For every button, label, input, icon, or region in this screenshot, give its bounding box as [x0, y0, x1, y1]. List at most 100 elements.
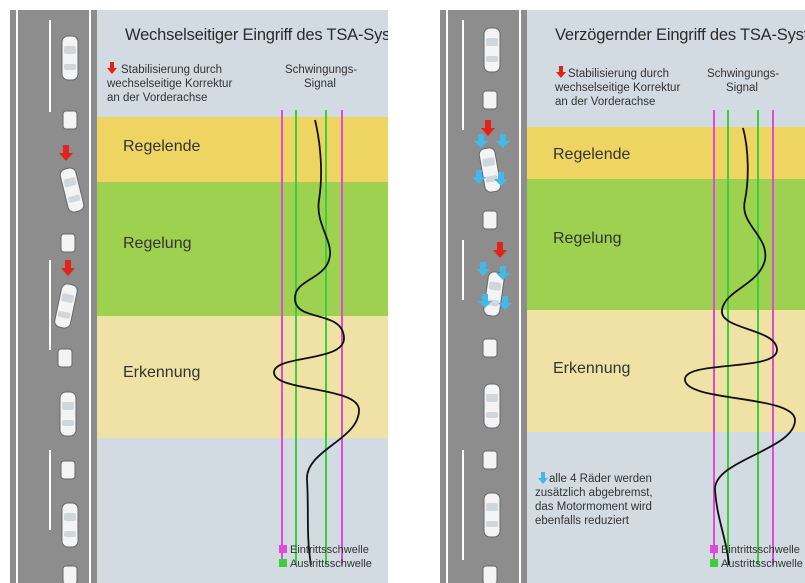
- blue-down-arrow-icon: [496, 266, 510, 280]
- band-label-detection: Erkennung: [553, 360, 631, 377]
- legend-item-entry: Eintrittsschwelle: [279, 543, 372, 557]
- car-sequence: [472, 27, 512, 583]
- legend-swatch: [279, 545, 287, 553]
- note-line: ebenfalls reduziert: [535, 515, 629, 527]
- car: [482, 90, 498, 110]
- blue-down-arrow-icon: [472, 170, 486, 184]
- blue-down-arrow-icon: [476, 262, 490, 276]
- signal-curve: [273, 119, 360, 566]
- car: [57, 348, 73, 368]
- blue-down-arrow-icon: [494, 172, 508, 186]
- road-strip: [10, 10, 97, 583]
- band-label-control-end: Regelende: [553, 146, 631, 163]
- legend: Eintrittsschwelle Austrittsschwelle: [279, 543, 372, 571]
- red-down-arrow-icon: [61, 260, 75, 276]
- car: [483, 492, 501, 538]
- lane-dash: [462, 450, 464, 560]
- brake-note-arrow: [538, 472, 548, 484]
- blue-down-arrow-icon: [496, 134, 510, 148]
- car: [60, 233, 76, 253]
- signal-label: Schwingungs- Signal: [285, 63, 357, 91]
- car: [483, 383, 501, 429]
- car: [478, 147, 502, 193]
- stabilization-note: Stabilisierung durch wechselseitige Korr…: [107, 63, 277, 105]
- road-edge-line: [519, 10, 521, 583]
- lane-dash: [462, 240, 464, 300]
- road-edge-line: [89, 10, 91, 583]
- car: [59, 167, 85, 213]
- note-line: Stabilisierung durch: [568, 68, 670, 80]
- car: [483, 27, 501, 73]
- info-area: Wechselseitiger Eingriff des TSA-Systems…: [97, 10, 388, 583]
- lane-dash: [462, 20, 464, 130]
- car: [482, 450, 498, 470]
- red-down-arrow-icon: [107, 62, 117, 74]
- red-down-arrow-icon: [493, 242, 507, 258]
- legend-swatch: [710, 545, 718, 553]
- signal-label: Schwingungs- Signal: [707, 67, 780, 95]
- panel-title: Wechselseitiger Eingriff des TSA-Systems: [125, 26, 388, 44]
- signal-curve: [684, 127, 796, 566]
- car: [59, 391, 77, 437]
- signal-label-line: Signal: [726, 82, 758, 94]
- blue-down-arrow-icon: [498, 296, 512, 310]
- road-strip: [440, 10, 527, 583]
- lane-dash: [49, 20, 51, 112]
- car-sequence: [54, 35, 85, 583]
- car: [482, 565, 498, 583]
- band-control-end: [97, 117, 388, 182]
- diagram-panel-decelerating: Verzögernder Eingriff des TSA-Systems St…: [440, 10, 805, 583]
- red-down-arrow-icon: [556, 66, 566, 78]
- car: [482, 210, 498, 230]
- lane-dash: [49, 260, 51, 350]
- car: [54, 283, 78, 329]
- signal-label-line: Schwingungs-: [707, 68, 780, 80]
- signal-label-line: Signal: [304, 78, 336, 90]
- note-line: wechselseitige Korrektur: [107, 78, 233, 90]
- note-arrow: [107, 62, 117, 74]
- note-line: an der Vorderachse: [555, 96, 656, 108]
- band-label-detection: Erkennung: [123, 364, 201, 381]
- legend-label: Austrittsschwelle: [290, 558, 372, 570]
- band-label-control: Regelung: [553, 230, 622, 247]
- red-down-arrow-icon: [481, 120, 495, 136]
- red-down-arrow-icon: [59, 145, 73, 161]
- stabilization-note: Stabilisierung durch wechselseitige Korr…: [555, 67, 715, 109]
- legend-swatch: [710, 559, 718, 567]
- legend-swatch: [279, 559, 287, 567]
- legend-item-exit: Austrittsschwelle: [279, 557, 372, 571]
- note-line: wechselseitige Korrektur: [555, 82, 681, 94]
- band-label-control: Regelung: [123, 235, 192, 252]
- legend: Eintrittsschwelle Austrittsschwelle: [710, 543, 803, 571]
- legend-item-exit: Austrittsschwelle: [710, 557, 803, 571]
- car: [60, 460, 76, 480]
- road-edge-line: [16, 10, 18, 583]
- car: [61, 35, 79, 81]
- legend-label: Austrittsschwelle: [721, 558, 803, 570]
- blue-down-arrow-icon: [478, 294, 492, 308]
- note-line: an der Vorderachse: [107, 92, 208, 104]
- panel-title: Verzögernder Eingriff des TSA-Systems: [555, 26, 805, 44]
- car: [62, 110, 78, 130]
- car: [482, 338, 498, 358]
- car: [62, 565, 78, 583]
- band-detection: [97, 316, 388, 438]
- car: [61, 502, 79, 548]
- oscillation-signal-plot: [684, 110, 796, 566]
- brake-note: alle 4 Räder werden zusätzlich abgebrems…: [535, 472, 695, 528]
- oscillation-signal-plot: [273, 110, 360, 566]
- note-line: alle 4 Räder werden: [549, 473, 652, 485]
- blue-down-arrow-icon: [474, 134, 488, 148]
- diagram-panel-alternating: Wechselseitiger Eingriff des TSA-Systems…: [10, 10, 388, 583]
- band-control: [97, 182, 388, 316]
- note-line: zusätzlich abgebremst,: [535, 487, 653, 499]
- info-area: Verzögernder Eingriff des TSA-Systems St…: [527, 10, 805, 583]
- legend-label: Eintrittsschwelle: [721, 544, 800, 556]
- note-arrow: [556, 66, 566, 78]
- note-line: das Motormoment wird: [535, 501, 652, 513]
- blue-down-arrow-icon: [538, 472, 548, 484]
- note-line: Stabilisierung durch: [121, 64, 223, 76]
- lane-dash: [49, 450, 51, 530]
- band-label-control-end: Regelende: [123, 138, 201, 155]
- road-edge-line: [446, 10, 448, 583]
